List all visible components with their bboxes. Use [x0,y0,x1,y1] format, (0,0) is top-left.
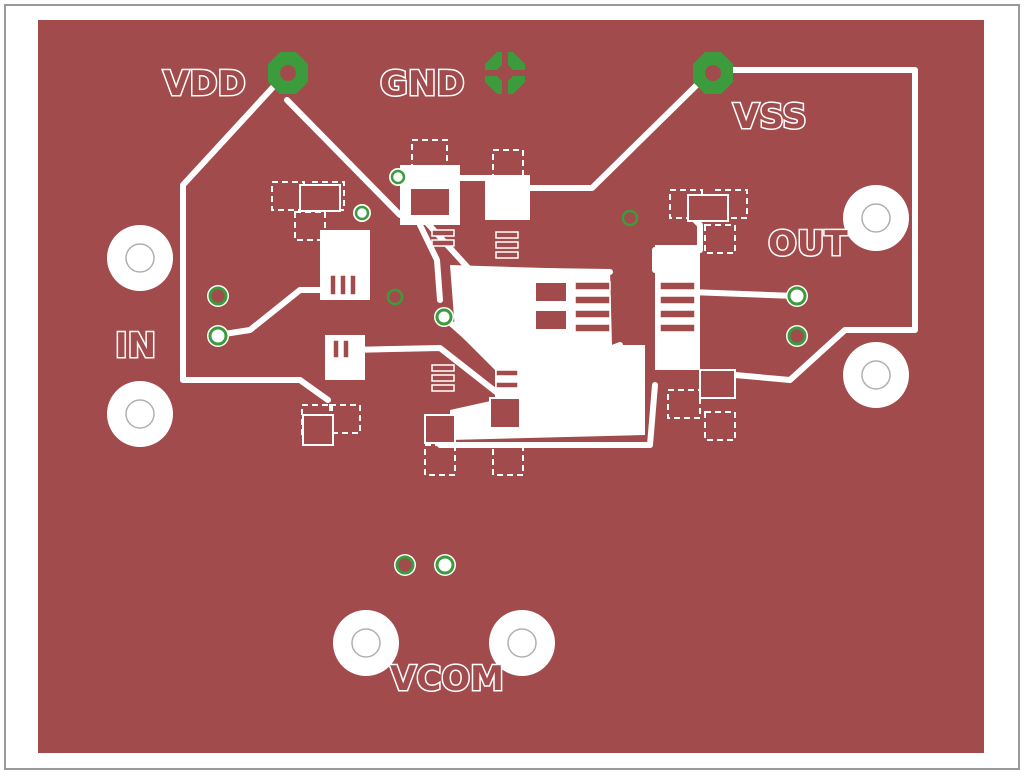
via [386,288,404,306]
hole-in-bottom [107,381,173,447]
power-pads [268,52,733,94]
hole-out-top [843,185,909,251]
vss-pad [693,52,733,94]
gnd-pad [485,52,525,94]
label-vdd: VDD [163,64,246,104]
ic-pins [329,229,696,392]
label-in: IN [115,326,156,366]
label-out: OUT [768,224,849,264]
label-vss: VSS [733,97,807,137]
vias [207,168,808,576]
label-gnd: GND [380,64,465,104]
filled-pads [299,184,736,446]
via [621,209,639,227]
vdd-pad [268,52,308,94]
hole-out-bottom [843,342,909,408]
hole-vcom-right [489,610,555,676]
hole-in-top [107,225,173,291]
mounting-holes [107,185,909,676]
board-outline [4,4,1020,770]
hole-vcom-left [333,610,399,676]
label-vcom: VCOM [390,659,504,699]
